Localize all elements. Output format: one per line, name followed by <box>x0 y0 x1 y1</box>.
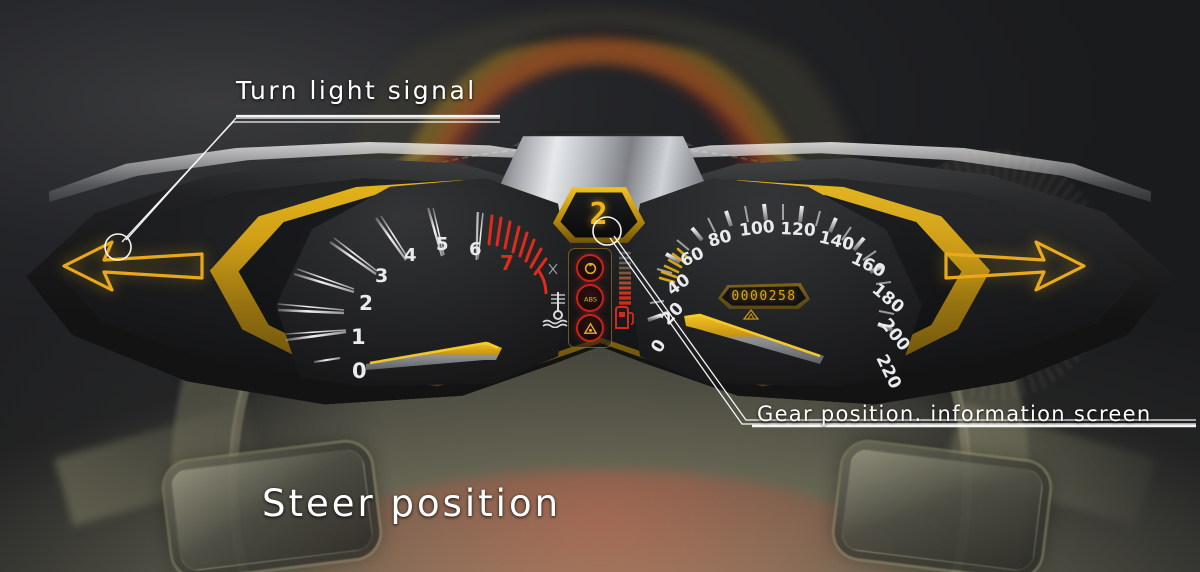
tachometer-needle <box>366 341 502 370</box>
left-turn-arrow <box>58 234 208 296</box>
abs-brake-icon: ABS <box>576 284 604 312</box>
fuel-pump-icon <box>615 306 634 329</box>
svg-text:160: 160 <box>848 249 889 283</box>
svg-text:20: 20 <box>657 298 688 329</box>
svg-text:120: 120 <box>780 219 817 241</box>
svg-text:1: 1 <box>351 325 366 349</box>
svg-text:0: 0 <box>352 359 367 383</box>
tachometer-dial: 0 1 2 3 4 5 6 7 <box>270 174 570 386</box>
speedometer-dial: 0 20 40 60 80 100 120 140 160 180 200 22… <box>628 174 928 392</box>
annotation-gear-info: Gear position. information screen <box>757 402 1152 426</box>
battery-charge-icon <box>576 254 604 282</box>
coolant-temperature-icon <box>542 292 568 328</box>
svg-text:100: 100 <box>738 217 776 241</box>
svg-text:4: 4 <box>404 245 417 266</box>
door-ajar-icon <box>742 308 760 320</box>
traction-control-icon <box>576 314 604 342</box>
speedometer-needle <box>684 313 824 364</box>
annotation-steer-position: Steer position <box>262 482 562 525</box>
gear-position-value: 2 <box>589 196 609 232</box>
svg-text:200: 200 <box>876 315 914 355</box>
tachometer-graphics: 0 1 2 3 4 5 6 7 <box>277 207 548 383</box>
svg-text:80: 80 <box>706 226 734 252</box>
telltale-cluster: ABS <box>568 248 612 348</box>
svg-text:7: 7 <box>500 251 514 275</box>
gear-position-display: 2 <box>551 186 647 244</box>
right-turn-arrow <box>940 234 1090 296</box>
svg-text:3: 3 <box>375 265 388 287</box>
seatbelt-icon <box>548 263 558 275</box>
svg-text:140: 140 <box>817 227 856 255</box>
svg-text:2: 2 <box>359 291 373 315</box>
svg-text:0: 0 <box>647 336 670 357</box>
odometer: 0000258 <box>718 283 810 309</box>
speedometer-graphics: 0 20 40 60 80 100 120 140 160 180 200 22… <box>647 203 914 392</box>
svg-text:5: 5 <box>436 234 449 255</box>
odometer-value: 0000258 <box>731 288 797 304</box>
annotation-turn-light: Turn light signal <box>236 76 477 105</box>
svg-text:6: 6 <box>469 239 482 260</box>
svg-text:ABS: ABS <box>583 295 596 303</box>
